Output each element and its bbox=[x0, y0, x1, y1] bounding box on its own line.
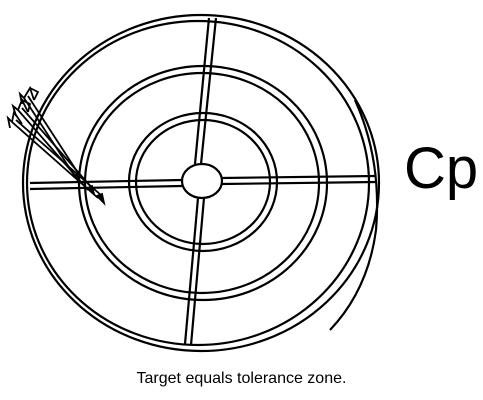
vertical-crosshair-left bbox=[195, 18, 209, 164]
target-icon bbox=[23, 15, 379, 351]
vertical-crosshair-lower-right bbox=[191, 198, 204, 345]
vertical-crosshair-right bbox=[201, 18, 216, 164]
figure-caption: Target equals tolerance zone. bbox=[0, 370, 483, 388]
horizontal-crosshair-lower-left bbox=[30, 186, 182, 189]
vertical-crosshair-lower-left bbox=[185, 198, 198, 344]
arrow-tip bbox=[97, 194, 104, 203]
inner-ring bbox=[129, 113, 277, 251]
arrow-shaft bbox=[22, 108, 92, 188]
horizontal-crosshair-upper-right bbox=[222, 176, 376, 178]
bullseye bbox=[182, 164, 222, 198]
cp-label: Cp bbox=[404, 140, 478, 198]
outer-rim-side bbox=[330, 100, 377, 330]
horizontal-crosshair-lower-right bbox=[222, 182, 376, 184]
arrow-shaft bbox=[28, 96, 80, 176]
horizontal-crosshair-upper-left bbox=[30, 180, 182, 183]
